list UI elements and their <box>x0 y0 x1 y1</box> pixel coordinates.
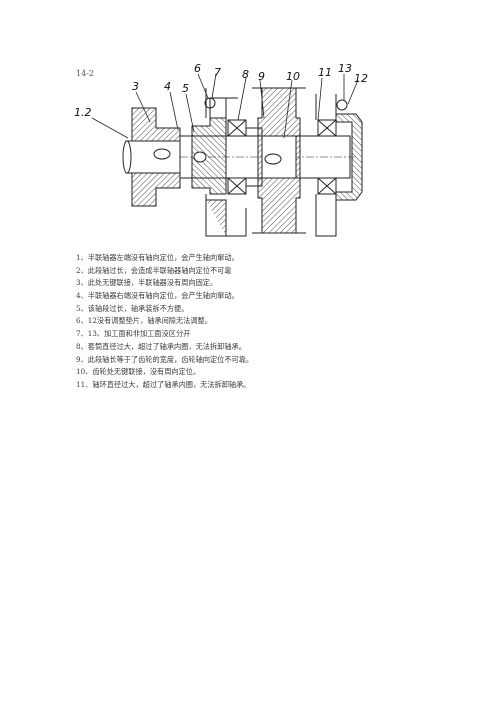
note-item: 6、12没有调整垫片，轴承间隙无法调整。 <box>76 316 212 326</box>
note-item: 1、半联轴器左端没有轴向定位，会产生轴向窜动。 <box>76 253 239 262</box>
part-label-4: 4 <box>164 80 171 93</box>
right-bearing <box>317 119 337 195</box>
part-label-9: 9 <box>258 70 265 83</box>
part-label-7: 7 <box>214 66 221 79</box>
part-label-13: 13 <box>338 62 352 75</box>
note-item: 10、齿轮处无键联接，没有周向定位。 <box>76 367 201 377</box>
shaft-assembly-drawing: 1.2 3 4 5 6 7 8 9 10 11 13 12 <box>74 62 368 237</box>
note-item: 5、该轴段过长，轴承装拆不方便。 <box>76 303 189 313</box>
part-label-11: 11 <box>318 66 332 79</box>
left-bearing <box>227 119 247 195</box>
note-item: 7、13、加工面和非加工面没区分开 <box>76 329 191 339</box>
note-item: 2、此段轴过长，会造成半联轴器轴向定位不可靠 <box>76 265 232 275</box>
part-label-8: 8 <box>242 68 249 81</box>
figure-label: 14-2 <box>76 69 94 78</box>
part-label-6: 6 <box>194 62 201 75</box>
part-label-12: 12 <box>354 72 368 85</box>
part-label-5: 5 <box>182 82 189 95</box>
note-item: 4、半联轴器右端没有轴向定位，会产生轴向窜动。 <box>76 291 239 301</box>
error-notes-list: 1、半联轴器左端没有轴向定位，会产生轴向窜动。 2、此段轴过长，会造成半联轴器轴… <box>76 252 253 392</box>
note-item: 9、此段轴长等于了齿轮的宽度，齿轮轴向定位不可靠。 <box>76 354 254 364</box>
part-label-3: 3 <box>132 80 139 93</box>
note-item: 11、轴环直径过大，超过了轴承内圈，无法拆卸轴承。 <box>76 379 251 389</box>
note-item: 3、此处无键联接，半联轴器没有周向固定。 <box>76 278 218 288</box>
note-item: 8、套筒直径过大，超过了轴承内圈，无法拆卸轴承。 <box>76 341 246 351</box>
left-bearing-cover <box>191 117 227 195</box>
part-label-1-2: 1.2 <box>74 106 92 119</box>
part-label-10: 10 <box>286 70 300 83</box>
